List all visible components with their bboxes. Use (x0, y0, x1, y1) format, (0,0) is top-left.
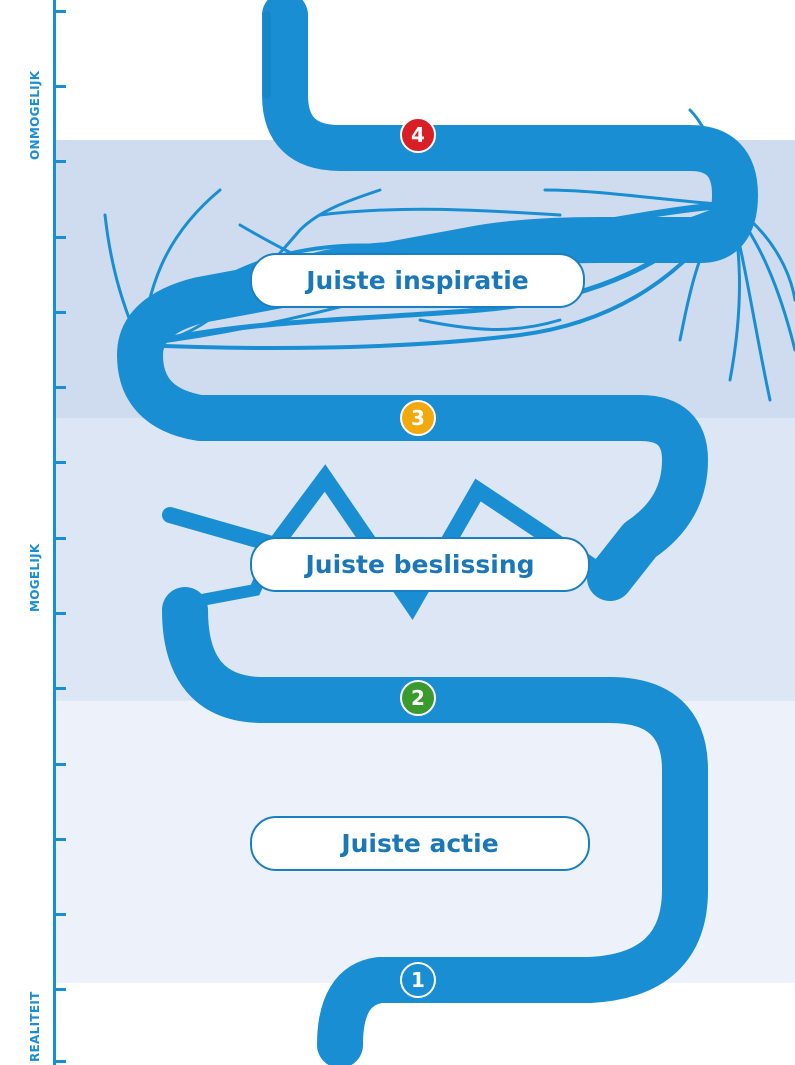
step-badge-2: 2 (400, 680, 436, 716)
axis-tick (53, 311, 66, 314)
pill-juiste-actie: Juiste actie (250, 816, 590, 871)
axis-tick (53, 687, 66, 690)
axis-tick (53, 85, 66, 88)
axis-tick (53, 838, 66, 841)
step-badge-1: 1 (400, 962, 436, 998)
pill-juiste-inspiratie: Juiste inspiratie (250, 253, 585, 308)
axis-tick (53, 988, 66, 991)
axis-tick (53, 386, 66, 389)
axis-tick (53, 913, 66, 916)
axis-tick (53, 160, 66, 163)
axis-tick (53, 236, 66, 239)
axis-tick (53, 537, 66, 540)
main-tube (117, 0, 758, 1065)
step-badge-4: 4 (400, 117, 436, 153)
axis-tick (53, 763, 66, 766)
step-badge-3: 3 (400, 400, 436, 436)
axis-tick (53, 612, 66, 615)
axis-tick (53, 10, 66, 13)
axis-tick (53, 1060, 66, 1063)
axis-tick (53, 461, 66, 464)
vertical-axis (53, 0, 56, 1065)
pill-juiste-beslissing: Juiste beslissing (250, 537, 590, 592)
